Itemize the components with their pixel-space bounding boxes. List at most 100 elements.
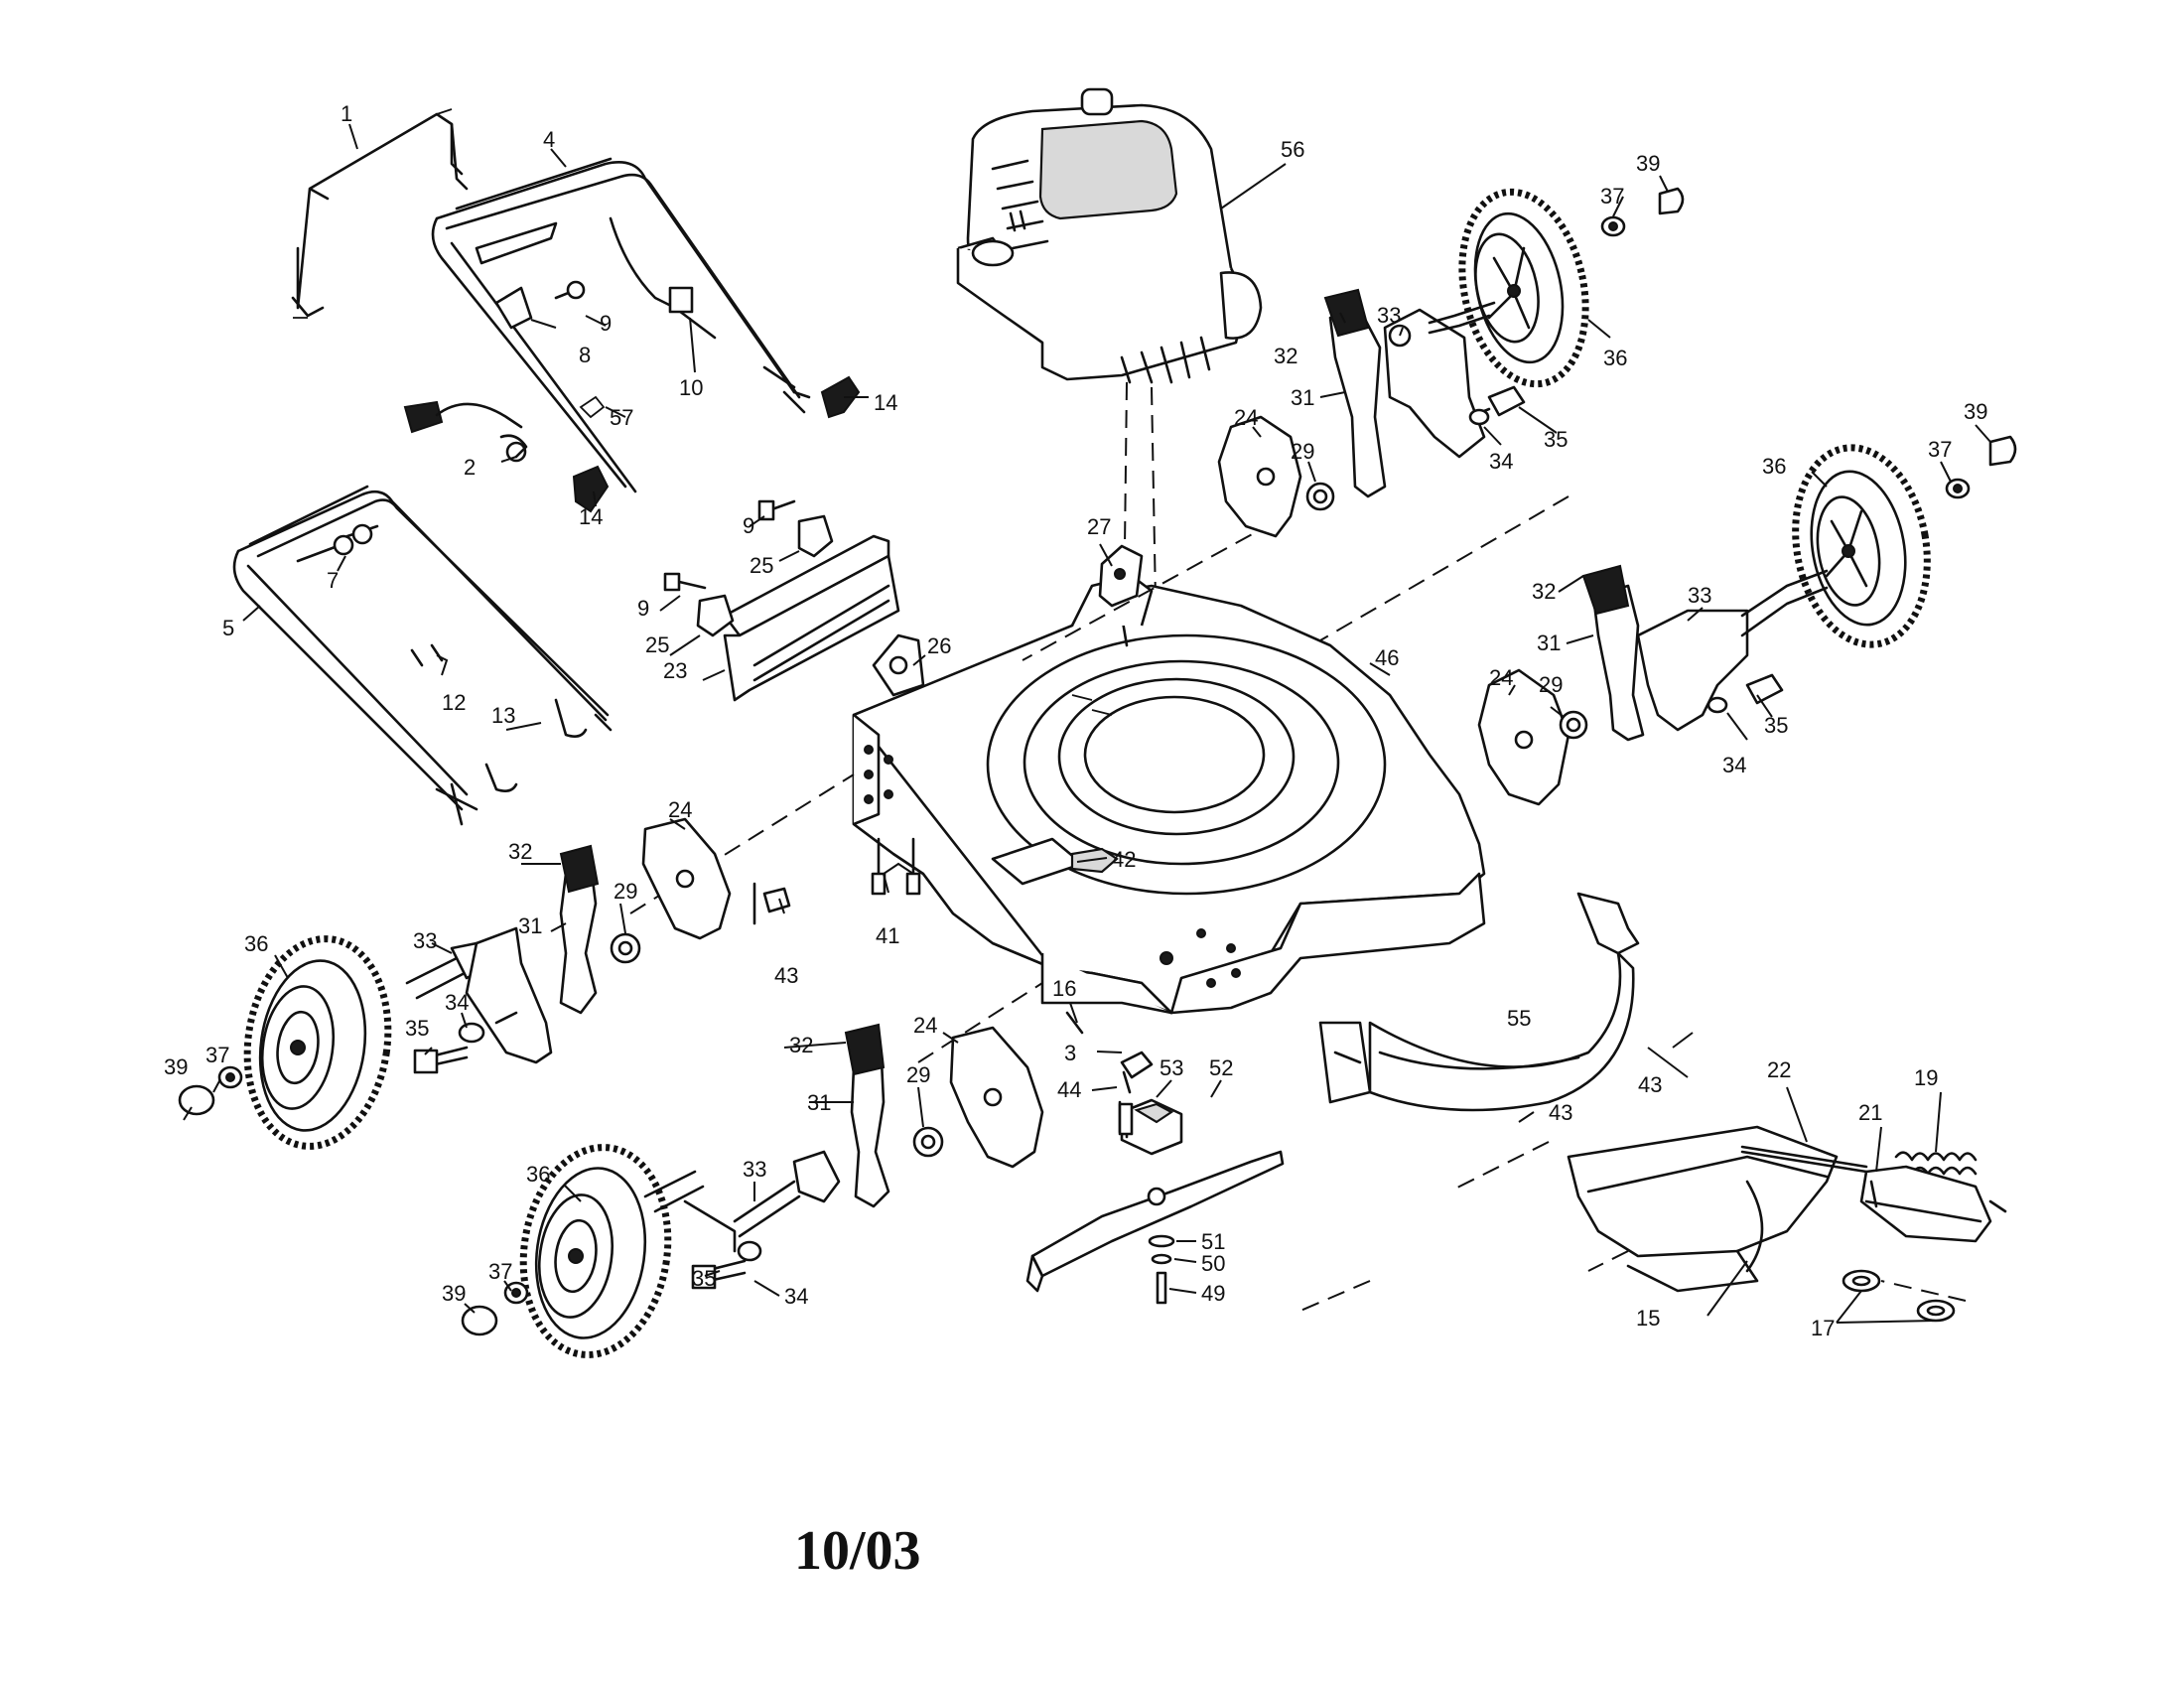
leader-lines	[183, 123, 1991, 1317]
rear-door	[1567, 1125, 2007, 1324]
label-39c: 39	[164, 1054, 188, 1079]
label-50: 50	[1201, 1251, 1225, 1276]
label-25b: 25	[645, 632, 669, 657]
height-adjuster-rear-right	[1323, 288, 1526, 498]
wheel-front-left	[461, 1144, 672, 1358]
label-24d: 24	[913, 1013, 937, 1038]
label-29b: 29	[1539, 672, 1563, 697]
label-35b: 35	[1764, 713, 1788, 738]
label-31b: 31	[1537, 631, 1561, 655]
label-9c: 9	[637, 596, 649, 621]
rear-bracket	[696, 514, 925, 702]
label-22: 22	[1767, 1057, 1791, 1082]
wheel-front-right	[1792, 435, 2017, 648]
label-17: 17	[1811, 1316, 1835, 1340]
label-33c: 33	[413, 928, 437, 953]
label-33b: 33	[1688, 583, 1711, 608]
part-labels: 1 4 9 8 10 14 57 2 14 5 7 12 13 9 25 9 2…	[164, 101, 1987, 1340]
label-44: 44	[1057, 1077, 1081, 1102]
label-36b: 36	[1762, 454, 1786, 479]
adjuster-plate-b	[1477, 668, 1570, 806]
label-24a: 24	[1234, 405, 1258, 430]
height-adjuster-rear-left	[405, 844, 600, 1074]
label-55: 55	[1507, 1006, 1531, 1031]
label-37b: 37	[1928, 437, 1952, 462]
label-37a: 37	[1600, 184, 1624, 209]
label-5: 5	[222, 616, 234, 640]
adjuster-plate-c	[641, 817, 732, 940]
label-14a: 14	[874, 390, 897, 415]
label-35c: 35	[405, 1016, 429, 1041]
handle-assembly	[232, 108, 861, 826]
label-3: 3	[1064, 1041, 1076, 1065]
adjuster-plate-d	[949, 1026, 1044, 1169]
label-33a: 33	[1377, 303, 1401, 328]
revision-date: 10/03	[794, 1520, 921, 1582]
label-31d: 31	[807, 1090, 831, 1115]
label-8: 8	[579, 343, 591, 367]
label-32b: 32	[1532, 579, 1556, 604]
height-adjuster-front-left	[643, 1023, 890, 1290]
label-35d: 35	[692, 1266, 716, 1291]
label-36c: 36	[244, 931, 268, 956]
label-13: 13	[491, 703, 515, 728]
label-35a: 35	[1544, 427, 1568, 452]
wheel-rear-left	[178, 935, 392, 1150]
label-32d: 32	[789, 1033, 813, 1057]
label-37c: 37	[205, 1043, 229, 1067]
label-9b: 9	[743, 513, 754, 538]
label-29a: 29	[1291, 439, 1314, 464]
label-10: 10	[679, 375, 703, 400]
label-19: 19	[1914, 1065, 1938, 1090]
label-9a: 9	[600, 311, 612, 336]
label-31c: 31	[518, 913, 542, 938]
label-46: 46	[1375, 645, 1399, 670]
label-52: 52	[1209, 1055, 1233, 1080]
engine	[956, 87, 1263, 384]
label-4: 4	[543, 127, 555, 152]
adjuster-plate-a	[1217, 415, 1302, 538]
label-42: 42	[1112, 847, 1136, 872]
label-16: 16	[1052, 976, 1076, 1001]
mower-deck	[852, 574, 1486, 1015]
label-7: 7	[327, 568, 339, 593]
label-39d: 39	[442, 1281, 466, 1306]
label-26: 26	[927, 633, 951, 658]
label-12: 12	[442, 690, 466, 715]
label-43b: 43	[1638, 1072, 1662, 1097]
label-21: 21	[1858, 1100, 1882, 1125]
label-34b: 34	[1722, 753, 1746, 777]
label-23: 23	[663, 658, 687, 683]
label-27: 27	[1087, 514, 1111, 539]
label-53: 53	[1160, 1055, 1183, 1080]
label-34a: 34	[1489, 449, 1513, 474]
label-32a: 32	[1274, 344, 1297, 368]
label-24c: 24	[668, 797, 692, 822]
label-29d: 29	[906, 1062, 930, 1087]
label-34d: 34	[784, 1284, 808, 1309]
label-14b: 14	[579, 504, 603, 529]
label-36a: 36	[1603, 346, 1627, 370]
label-37d: 37	[488, 1259, 512, 1284]
label-43c: 43	[1549, 1100, 1572, 1125]
blade-group	[1025, 1011, 1285, 1305]
height-adjuster-front-right	[1581, 564, 1829, 742]
label-32c: 32	[508, 839, 532, 864]
label-36d: 36	[526, 1162, 550, 1187]
label-49: 49	[1201, 1281, 1225, 1306]
label-39a: 39	[1636, 151, 1660, 176]
wheel-rear-right	[1458, 187, 1685, 388]
label-31a: 31	[1291, 385, 1314, 410]
label-57: 57	[610, 405, 633, 430]
side-deflector	[1318, 892, 1640, 1112]
label-41: 41	[876, 923, 899, 948]
label-29c: 29	[614, 879, 637, 904]
label-33d: 33	[743, 1157, 766, 1182]
label-25a: 25	[750, 553, 773, 578]
label-56: 56	[1281, 137, 1304, 162]
label-1: 1	[341, 101, 352, 126]
label-34c: 34	[445, 990, 469, 1015]
label-51: 51	[1201, 1229, 1225, 1254]
label-39b: 39	[1964, 399, 1987, 424]
